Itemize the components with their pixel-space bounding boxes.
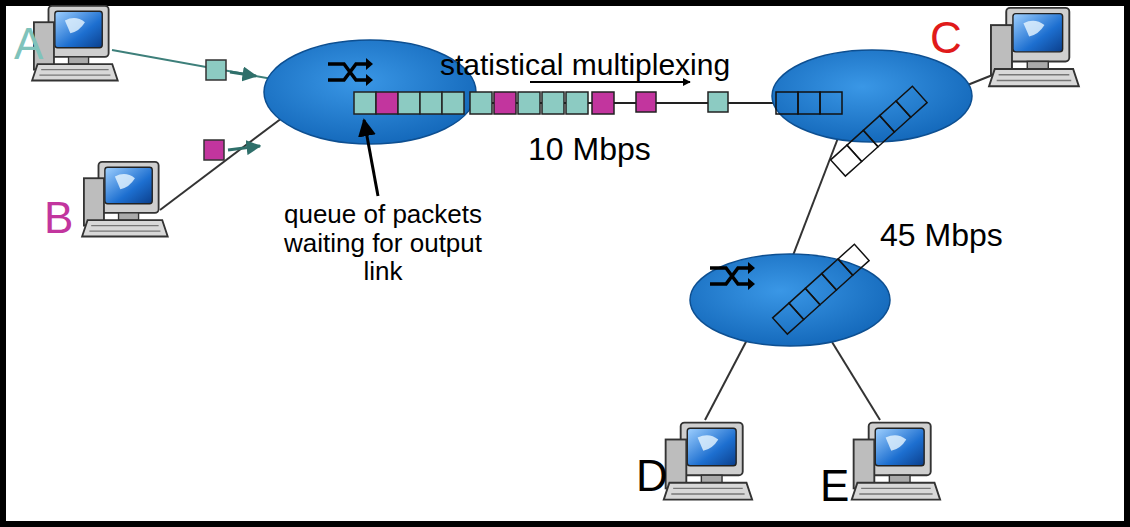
packets-in-flight <box>470 92 728 114</box>
link-caption: statistical multiplexing <box>440 48 730 81</box>
link-45 <box>792 138 838 258</box>
host-letter: C <box>930 14 962 62</box>
callout-text: queue of packets waiting for output link <box>278 200 488 286</box>
access-links <box>112 50 1000 420</box>
packet-a <box>206 60 226 80</box>
multiplexing-arrow <box>530 81 690 83</box>
leader-arrow <box>364 120 378 196</box>
router-symbol <box>328 58 373 86</box>
host-d <box>664 423 752 500</box>
host-letter: D <box>636 452 668 500</box>
router-queue <box>831 86 927 176</box>
packet-arrow <box>230 72 256 76</box>
link-b <box>160 118 282 210</box>
ground <box>6 6 1124 521</box>
host-letter: E <box>820 462 849 510</box>
host-a <box>32 6 118 81</box>
link-rate: 45 Mbps <box>880 218 1003 253</box>
host-letter: B <box>44 194 73 242</box>
host-e <box>852 423 940 500</box>
link-rate: 10 Mbps <box>528 132 651 167</box>
router <box>772 50 972 142</box>
packet-arrow <box>228 146 260 150</box>
host-c <box>989 8 1079 86</box>
host-b <box>82 162 168 237</box>
router-queue <box>773 244 869 334</box>
link-d <box>705 338 748 420</box>
host-letter: A <box>14 20 43 68</box>
packet-b <box>204 140 224 160</box>
link-e <box>832 342 880 420</box>
router-symbol <box>710 262 755 290</box>
router-queue <box>776 92 842 114</box>
packet-queue <box>354 92 464 114</box>
link-a <box>112 50 278 80</box>
